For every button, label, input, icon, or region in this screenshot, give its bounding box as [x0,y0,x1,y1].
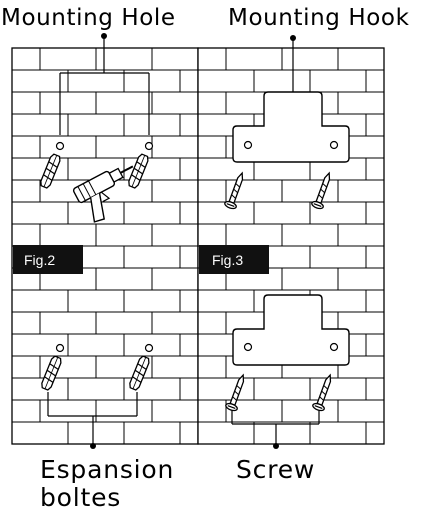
expansion-bolts-label-line2: boltes [40,483,121,510]
mounting-hook-leader [290,35,296,92]
mounting-hole-icon [144,343,154,353]
fig2-tag [13,245,83,274]
mounting-hole-icon [144,141,154,151]
expansion-bolts-label-line1: Espansion [40,455,174,484]
fig2-label: Fig.2 [24,252,55,268]
fig3-tag [199,245,269,274]
screw-leader [231,410,320,449]
screw-label: Screw [236,455,315,484]
mounting-hole-icon [55,141,65,151]
mounting-hook-bracket-icon [232,91,350,163]
mounting-hole-icon [55,343,65,353]
mounting-hook-bracket-icon [232,294,350,366]
expansion-bolts-leader [47,392,138,449]
mounting-hole-label: Mounting Hole [1,5,176,31]
mounting-hole-leader [59,33,150,135]
fig3-label: Fig.3 [212,252,243,268]
drill-icon [72,165,134,223]
mounting-hook-label: Mounting Hook [228,5,410,31]
